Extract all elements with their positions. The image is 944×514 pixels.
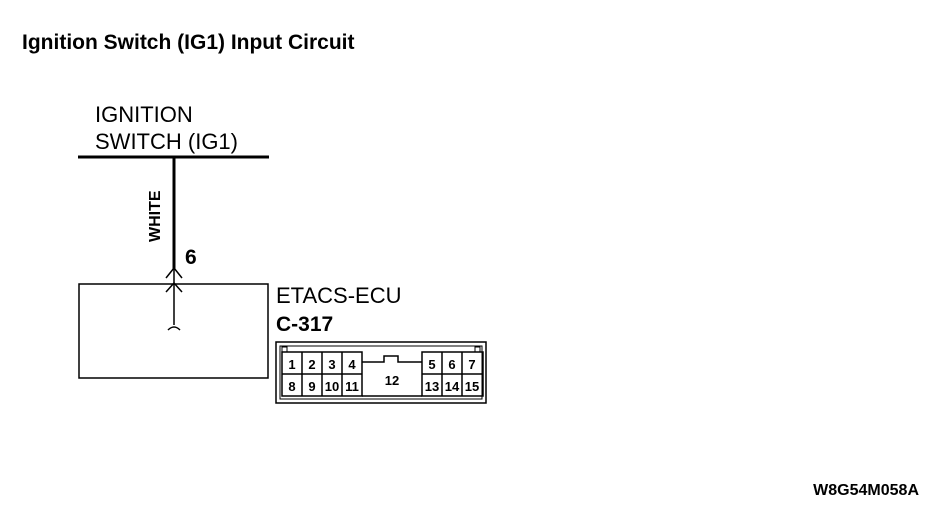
source-label-line2: SWITCH (IG1)	[95, 129, 238, 154]
pin-label: 3	[328, 357, 335, 372]
male-connector-arrow	[165, 266, 183, 279]
etacs-ecu-box	[78, 283, 269, 379]
pin-number-label: 6	[185, 246, 197, 269]
pin-label: 10	[325, 379, 339, 394]
figure-code: W8G54M058A	[813, 482, 919, 499]
pin-label: 14	[445, 379, 460, 394]
pin-label: 5	[428, 357, 435, 372]
pin-label: 6	[448, 357, 455, 372]
pin-label: 9	[308, 379, 315, 394]
pin-label: 7	[468, 357, 475, 372]
source-label-line1: IGNITION	[95, 102, 193, 127]
wire-color-label: WHITE	[147, 190, 164, 242]
pin-label: 11	[345, 379, 359, 394]
pin-label: 13	[425, 379, 439, 394]
pin-label: 1	[288, 357, 295, 372]
pin-label: 4	[348, 357, 356, 372]
pin-label: 8	[288, 379, 295, 394]
pin-label: 2	[308, 357, 315, 372]
ecu-name-label: ETACS-ECU	[276, 283, 402, 308]
internal-wire-break	[167, 326, 181, 331]
pin-label: 12	[385, 373, 399, 388]
pin-label: 15	[465, 379, 479, 394]
connector-id-label: C-317	[276, 313, 333, 336]
diagram-title: Ignition Switch (IG1) Input Circuit	[22, 31, 354, 54]
connector-face: 1 2 3 4 5 6 7 12 8 9 10 11 13 14 15	[275, 341, 487, 404]
